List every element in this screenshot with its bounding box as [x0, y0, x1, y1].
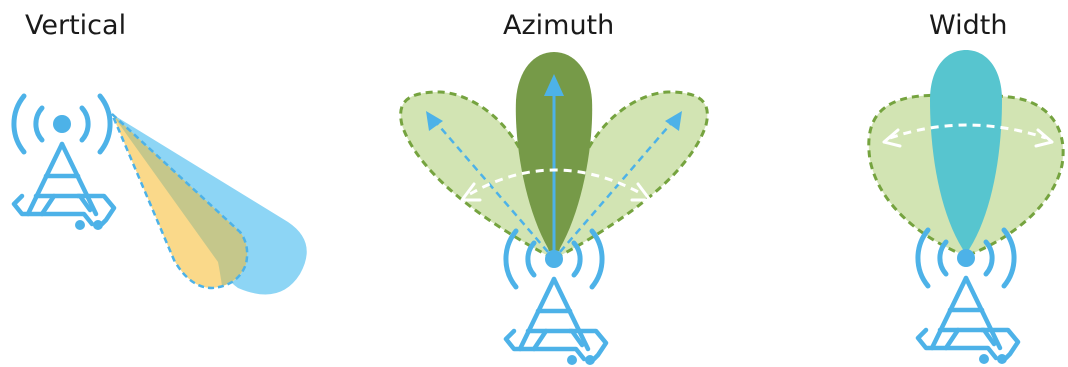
antenna-tower-icon: [506, 231, 606, 365]
width-panel: [869, 50, 1063, 364]
antenna-tower-icon: [14, 96, 114, 230]
antenna-tower-icon: [918, 230, 1018, 364]
vertical-panel: [14, 96, 307, 294]
azimuth-panel: [401, 52, 708, 365]
